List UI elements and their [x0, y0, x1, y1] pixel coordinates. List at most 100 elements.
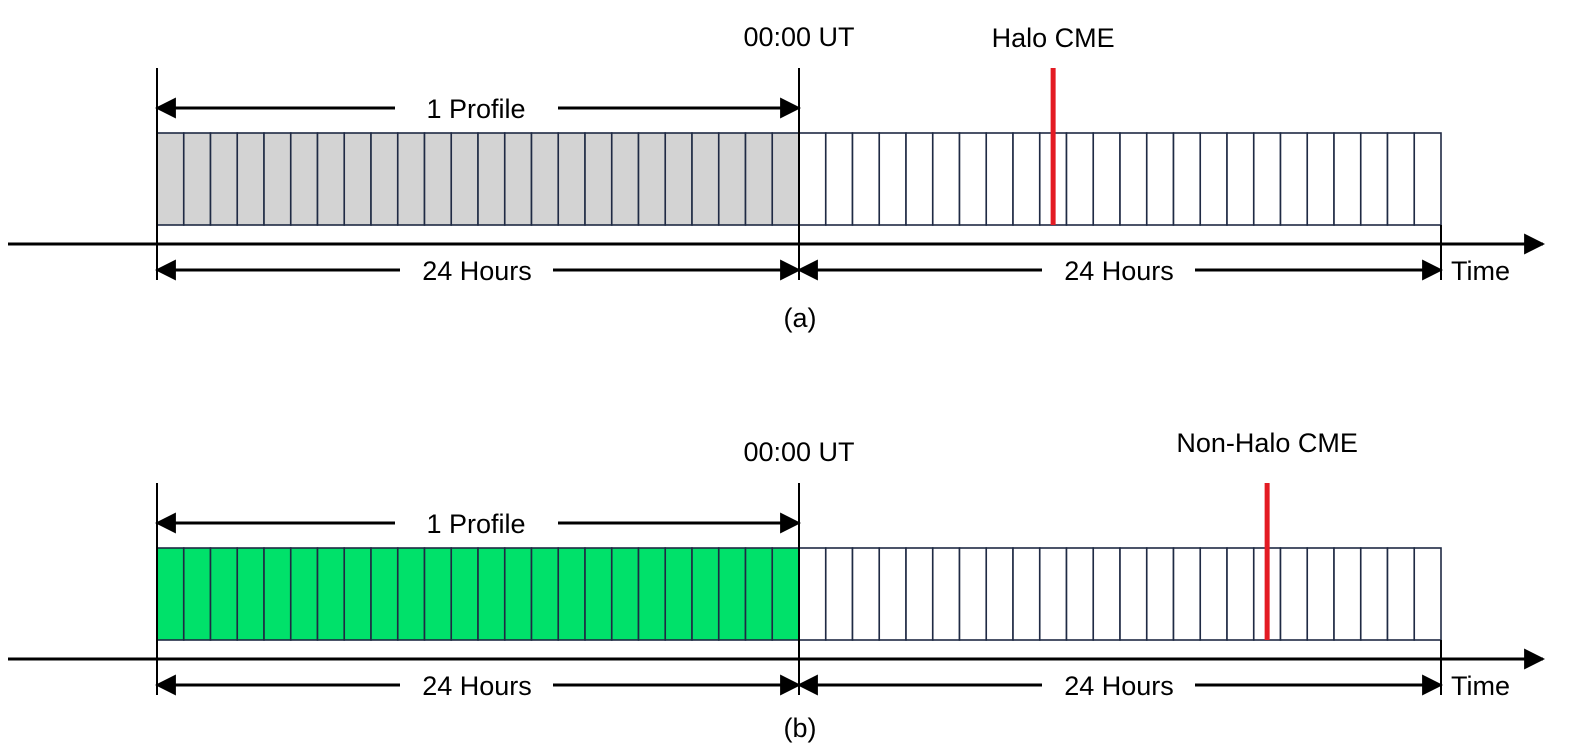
hour-cell: [1413, 132, 1442, 226]
hour-cell: [182, 547, 212, 641]
hour-cell: [263, 132, 292, 226]
hour-cell: [1172, 547, 1202, 641]
hour-cell: [450, 547, 479, 641]
hour-cell: [477, 547, 506, 641]
hour-cell: [236, 132, 265, 226]
hour-cell: [1119, 132, 1148, 226]
left-span-label: 24 Hours: [422, 256, 532, 286]
hour-cell: [343, 547, 372, 641]
hour-cell: [1145, 132, 1175, 226]
hour-cell: [1386, 547, 1416, 641]
hour-cell: [1226, 547, 1255, 641]
hour-cell: [1386, 132, 1416, 226]
hour-cell: [557, 547, 586, 641]
hour-cell: [530, 547, 560, 641]
hour-cell: [370, 547, 399, 641]
hour-cell: [905, 547, 934, 641]
hour-cell: [503, 547, 533, 641]
hour-cell: [798, 547, 827, 641]
hour-cell: [771, 547, 800, 641]
hour-cell: [1199, 132, 1228, 226]
hour-cell: [316, 547, 346, 641]
hour-cell: [236, 547, 265, 641]
hour-cell: [824, 132, 854, 226]
hour-cell: [1038, 547, 1068, 641]
hour-cells: [156, 547, 1442, 641]
hour-cells: [156, 132, 1442, 226]
hour-cell: [1145, 547, 1175, 641]
hour-cell: [584, 547, 613, 641]
hour-cell: [958, 547, 988, 641]
axis-label: Time: [1451, 256, 1510, 286]
hour-cell: [878, 132, 907, 226]
hour-cell: [1119, 547, 1148, 641]
left-span-label: 24 Hours: [422, 671, 532, 701]
hour-cell: [182, 132, 212, 226]
hour-cell: [985, 132, 1014, 226]
hour-cell: [423, 547, 453, 641]
hour-cell: [931, 547, 961, 641]
hour-cell: [637, 547, 667, 641]
hour-cell: [1279, 547, 1309, 641]
hour-cell: [744, 132, 774, 226]
hour-cell: [1172, 132, 1202, 226]
hour-cell: [637, 132, 667, 226]
hour-cell: [1012, 547, 1041, 641]
hour-cell: [691, 547, 720, 641]
utc-label: 00:00 UT: [743, 22, 854, 52]
hour-cell: [664, 547, 693, 641]
utc-label: 00:00 UT: [743, 437, 854, 467]
profile-label: 1 Profile: [426, 94, 525, 124]
hour-cell: [343, 132, 372, 226]
hour-cell: [289, 547, 319, 641]
hour-cell: [557, 132, 586, 226]
hour-cell: [370, 132, 399, 226]
hour-cell: [289, 132, 319, 226]
axis-label: Time: [1451, 671, 1510, 701]
hour-cell: [1359, 547, 1389, 641]
hour-cell: [717, 132, 747, 226]
hour-cell: [209, 547, 239, 641]
hour-cell: [1226, 132, 1255, 226]
hour-cell: [1252, 132, 1282, 226]
hour-cell: [209, 132, 239, 226]
hour-cell: [503, 132, 533, 226]
hour-cell: [1306, 547, 1335, 641]
hour-cell: [717, 547, 747, 641]
hour-cell: [878, 547, 907, 641]
hour-cell: [530, 132, 560, 226]
hour-cell: [396, 132, 426, 226]
hour-cell: [1092, 132, 1121, 226]
hour-cell: [1359, 132, 1389, 226]
hour-cell: [905, 132, 934, 226]
hour-cell: [1199, 547, 1228, 641]
hour-cell: [584, 132, 613, 226]
hour-cell: [985, 547, 1014, 641]
hour-cell: [691, 132, 720, 226]
hour-cell: [263, 547, 292, 641]
hour-cell: [1012, 132, 1041, 226]
hour-cell: [798, 132, 827, 226]
hour-cell: [824, 547, 854, 641]
hour-cell: [610, 132, 640, 226]
hour-cell: [450, 132, 479, 226]
hour-cell: [1306, 132, 1335, 226]
hour-cell: [958, 132, 988, 226]
hour-cell: [316, 132, 346, 226]
event-label: Halo CME: [992, 23, 1115, 53]
right-span-label: 24 Hours: [1064, 256, 1174, 286]
profile-label: 1 Profile: [426, 509, 525, 539]
hour-cell: [1092, 547, 1121, 641]
hour-cell: [610, 547, 640, 641]
hour-cell: [771, 132, 800, 226]
panel-caption: (b): [784, 713, 817, 743]
hour-cell: [744, 547, 774, 641]
hour-cell: [423, 132, 453, 226]
right-span-label: 24 Hours: [1064, 671, 1174, 701]
hour-cell: [931, 132, 961, 226]
hour-cell: [1333, 547, 1362, 641]
hour-cell: [1279, 132, 1309, 226]
hour-cell: [1065, 132, 1095, 226]
hour-cell: [396, 547, 426, 641]
